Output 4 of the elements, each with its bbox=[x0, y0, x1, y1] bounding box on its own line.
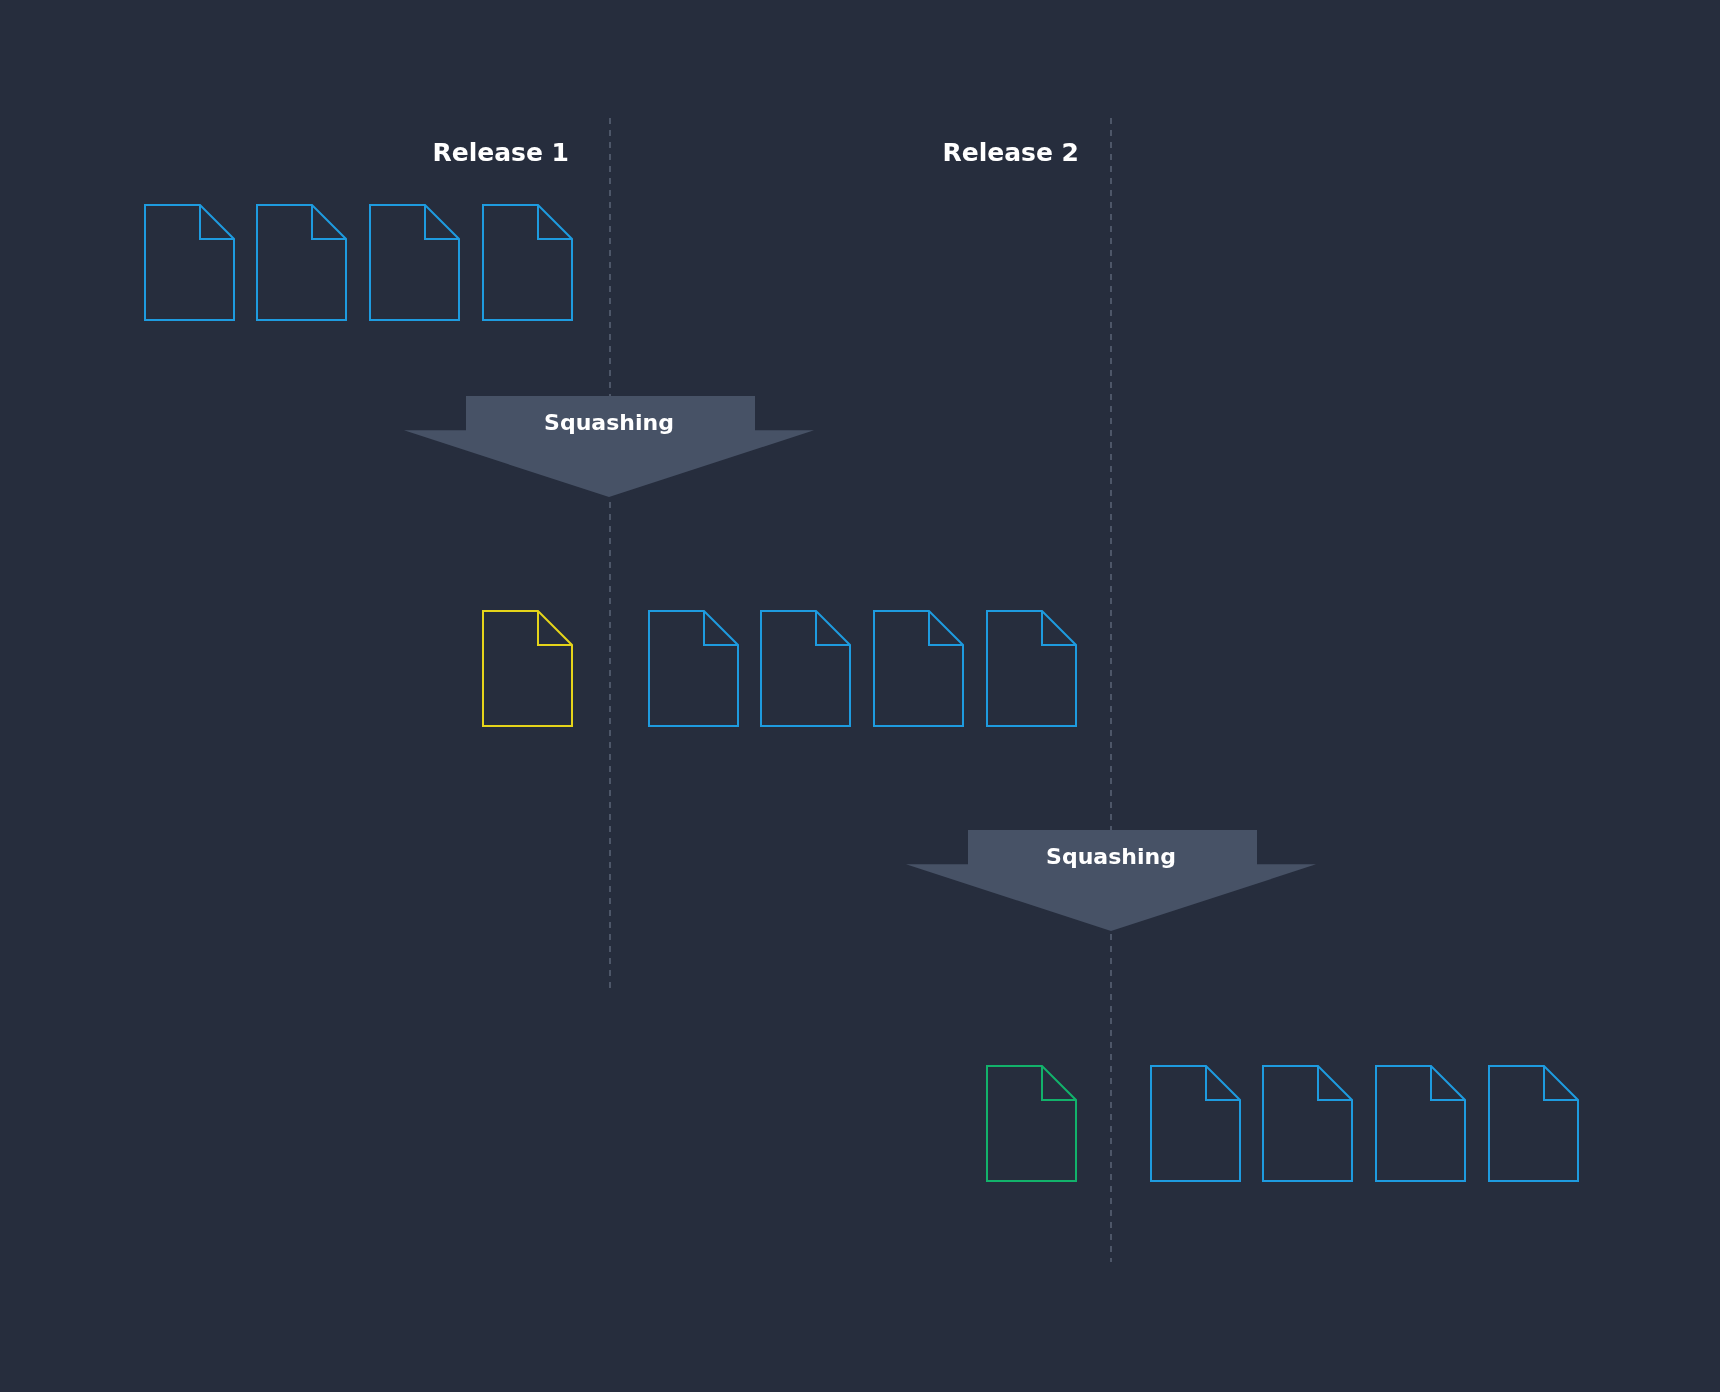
arrow-label: Squashing bbox=[543, 410, 675, 435]
release-heading: Release 2 bbox=[941, 138, 1079, 167]
release-heading: Release 1 bbox=[431, 138, 569, 167]
arrow-label: Squashing bbox=[1045, 844, 1177, 869]
